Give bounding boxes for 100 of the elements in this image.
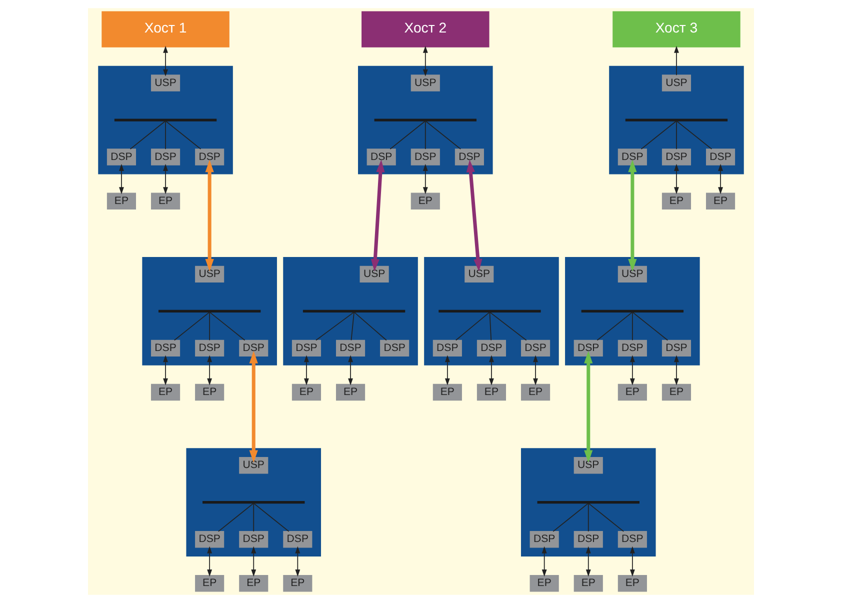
node-box: DSP [618,340,647,357]
arrow [586,546,591,577]
node-box: DSP [195,340,224,357]
node-bar [581,310,684,312]
node-box: DSP [195,148,224,166]
node-box: EP [574,575,603,592]
arrow [542,546,547,577]
node-box: EP [530,575,559,592]
connector [209,312,246,341]
node-box: DSP [432,340,462,357]
node-box: DSP [151,340,180,357]
connector [676,120,677,150]
node-box: DSP [106,148,136,166]
arrow [674,355,679,386]
node-box: EP [195,384,224,401]
node-box: DSP [618,530,647,548]
arrow [628,160,637,272]
connector [218,502,254,532]
node-box: USP [410,74,440,92]
node-box: DSP [239,340,268,357]
arrow [207,355,212,386]
connector [174,312,210,341]
arrow [533,355,538,386]
node-box: EP [410,192,440,210]
node-box: DSP [476,340,506,357]
node-box: EP [239,575,268,592]
node-box: USP [662,74,692,92]
node-bar [202,501,305,504]
node-box: DSP [410,148,440,166]
node-bar [302,310,406,312]
connector [253,502,290,532]
arrow [466,160,482,272]
node-box: EP [151,192,180,210]
node-box: EP [106,192,136,210]
node-box: DSP [662,340,692,357]
connector [489,312,527,341]
arrow [163,355,168,386]
node-box: DSP [195,530,224,548]
node-box: EP [706,192,736,210]
arrow [444,355,450,386]
arrow [422,46,428,76]
connector [596,312,633,341]
arrow [674,46,679,76]
connector [425,120,462,150]
arrow [370,160,385,272]
node-box: EP [283,575,312,592]
node-bar [537,501,640,504]
arrow [584,350,593,463]
arrow [718,164,723,194]
arrow [163,164,168,194]
connector [253,502,254,532]
node-bar [114,118,217,122]
node-box: DSP [574,530,603,548]
connector [632,312,668,341]
node-box: EP [292,384,321,401]
node-box: DSP [706,148,736,166]
arrow [205,160,214,272]
arrow [304,355,309,386]
node-bar [158,310,261,312]
node-box: Хост 1 [102,11,230,48]
connector [489,312,492,341]
arrow [630,546,635,577]
node-box: DSP [239,530,268,548]
arrow [249,350,258,463]
arrow [295,546,300,577]
arrow [348,355,353,386]
arrow [251,546,256,577]
node-box: DSP [151,148,180,166]
node-box: DSP [283,530,312,548]
node-box: DSP [530,530,559,548]
node-box: EP [618,575,647,592]
connector [165,120,202,150]
node-box: EP [662,192,692,210]
connector [165,120,166,150]
node-box: EP [195,575,224,592]
node-box: DSP [574,340,603,357]
connector [209,312,210,341]
node-bar [374,118,476,122]
connector [632,312,633,341]
node-box: DSP [336,340,366,357]
node-box: USP [618,266,647,283]
node-box: Хост 2 [362,11,490,48]
connector [588,502,624,532]
arrow [422,164,428,194]
node-box: DSP [662,148,692,166]
node-box: USP [574,457,603,474]
node-box: Хост 3 [612,11,740,48]
node-box: USP [195,266,224,283]
node-box: DSP [292,340,321,357]
node-bar [438,310,541,312]
node-box: DSP [366,148,396,166]
node-box: EP [151,384,180,401]
node-box: DSP [380,340,410,357]
node-box: EP [476,384,506,401]
connector [316,312,354,341]
node-box: EP [432,384,462,401]
connector [552,502,589,532]
connector [354,312,387,341]
connector [455,312,490,341]
node-box: EP [336,384,366,401]
